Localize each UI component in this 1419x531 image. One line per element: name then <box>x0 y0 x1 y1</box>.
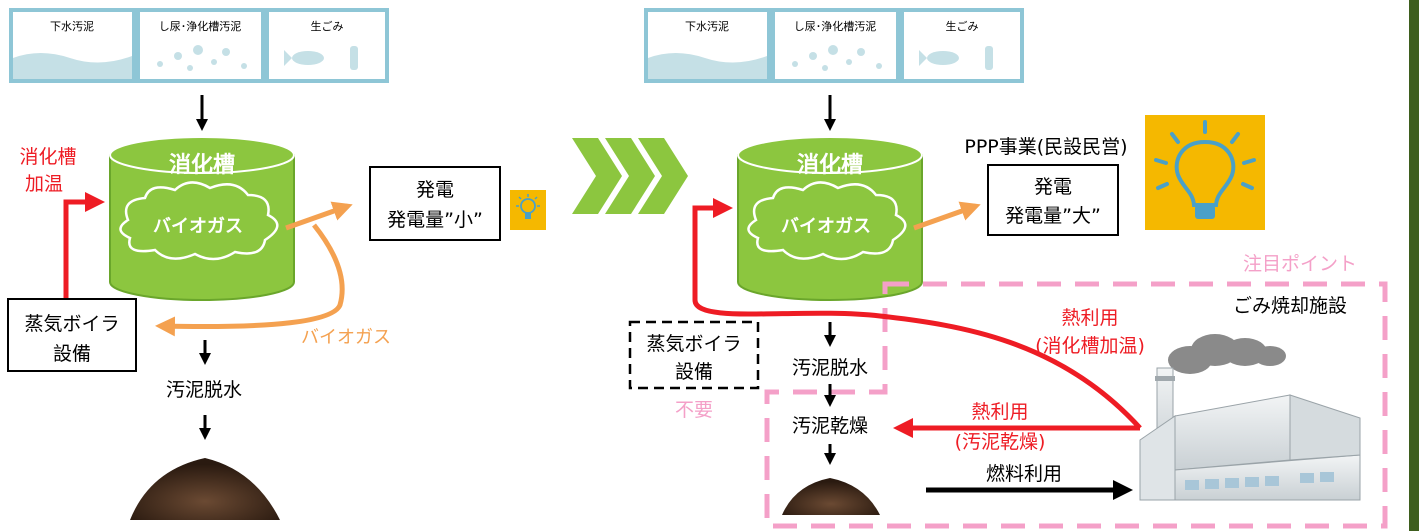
drying-label: 汚泥乾燥 <box>792 415 868 437</box>
heating-label-2: 加温 <box>25 173 63 195</box>
boiler-left-line1: 蒸気ボイラ <box>24 313 119 335</box>
digester-right: 消化槽 バイオガス <box>737 136 923 301</box>
boiler-right-line2: 設備 <box>675 361 713 383</box>
digester-right-label: 消化槽 <box>797 152 863 178</box>
power-left-line2: 発電量”小” <box>387 209 483 231</box>
attention-label: 注目ポイント <box>1243 253 1357 275</box>
heat-digester-line2: (消化槽加温) <box>1035 335 1145 357</box>
incinerator-factory-icon <box>1139 334 1361 501</box>
lightbulb-small-icon <box>510 190 546 230</box>
apple-core-icon <box>350 46 358 70</box>
input-tile-nightsoil-right: し尿･浄化槽汚泥 <box>771 8 900 83</box>
boiler-box-right: 蒸気ボイラ 設備 <box>628 320 760 390</box>
soil-pile-left <box>130 458 280 520</box>
power-box-left: 発電 発電量”小” <box>369 166 501 241</box>
power-left-line1: 発電 <box>416 179 454 201</box>
boiler-right-line1: 蒸気ボイラ <box>646 333 741 355</box>
input-label-sewage: 下水汚泥 <box>50 20 94 33</box>
biogas-left-label: バイオガス <box>153 216 243 237</box>
dewatering-left-label: 汚泥脱水 <box>166 379 242 401</box>
biogas-arrow-label: バイオガス <box>301 327 391 348</box>
heat-drying-line1: 熱利用 <box>971 401 1028 423</box>
input-label-foodwaste-right: 生ごみ <box>946 19 979 33</box>
soil-pile-right <box>782 478 880 515</box>
input-label-nightsoil: し尿･浄化槽汚泥 <box>159 19 242 33</box>
input-label-foodwaste: 生ごみ <box>311 19 344 33</box>
digester-left: 消化槽 バイオガス <box>109 136 295 301</box>
input-label-nightsoil-right: し尿･浄化槽汚泥 <box>794 19 877 33</box>
input-tile-sewage: 下水汚泥 <box>9 8 136 83</box>
power-right-line1: 発電 <box>1034 176 1072 198</box>
input-tile-foodwaste-right: 生ごみ <box>900 8 1024 83</box>
fish-bone-icon-right <box>919 50 959 66</box>
power-box-right: 発電 発電量”大” <box>987 164 1119 236</box>
input-tile-sewage-right: 下水汚泥 <box>644 8 771 83</box>
biogas-right-label: バイオガス <box>781 216 871 237</box>
input-tile-foodwaste: 生ごみ <box>265 8 389 83</box>
fuel-label: 燃料利用 <box>986 463 1062 485</box>
side-bar <box>1409 0 1419 531</box>
input-label-sewage-right: 下水汚泥 <box>685 20 729 33</box>
fish-bone-icon <box>284 50 324 66</box>
incinerator-label: ごみ焼却施設 <box>1233 295 1347 317</box>
transition-chevrons <box>572 138 688 214</box>
attention-region <box>764 281 1388 529</box>
heating-label-1: 消化槽 <box>19 146 76 168</box>
boiler-left-line2: 設備 <box>53 343 91 365</box>
boiler-box-left: 蒸気ボイラ 設備 <box>7 298 137 372</box>
power-right-line2: 発電量”大” <box>1005 205 1101 227</box>
lightbulb-large-icon <box>1145 115 1265 230</box>
biogas-cloud-right: バイオガス <box>747 181 907 261</box>
input-tile-nightsoil: し尿･浄化槽汚泥 <box>136 8 265 83</box>
apple-core-icon-right <box>985 46 993 70</box>
heat-digester-line1: 熱利用 <box>1061 307 1118 329</box>
boiler-not-needed-label: 不要 <box>675 399 713 421</box>
biogas-cloud-left: バイオガス <box>119 181 279 261</box>
digester-left-label: 消化槽 <box>169 152 235 178</box>
ppp-label: PPP事業(民設民営) <box>964 136 1127 158</box>
heat-drying-line2: (汚泥乾燥) <box>955 431 1046 453</box>
dewatering-right-label: 汚泥脱水 <box>792 357 868 379</box>
